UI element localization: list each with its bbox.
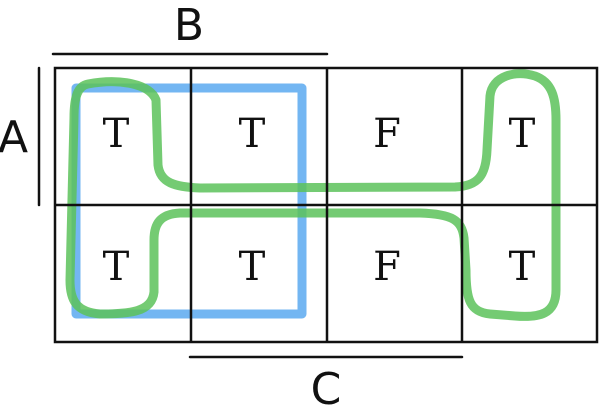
variable-bars: [37, 52, 464, 359]
green-group: [65, 69, 561, 321]
kmap-cells: T T F T T T F T: [103, 111, 536, 290]
cell-r1-c1: T: [239, 244, 266, 290]
cell-r1-c0: T: [103, 244, 130, 290]
cell-r0-c3: T: [509, 111, 536, 157]
cell-r0-c0: T: [103, 111, 130, 157]
cell-r1-c3: T: [509, 244, 536, 290]
cell-r0-c1: T: [239, 111, 266, 157]
group-highlights: [65, 69, 561, 321]
kmap-grid: [53, 66, 599, 344]
cell-r0-c2: F: [373, 111, 401, 157]
variable-label-b: B: [174, 0, 204, 51]
cell-r1-c2: F: [373, 244, 401, 290]
variable-label-c: C: [311, 364, 342, 414]
variable-label-a: A: [0, 112, 28, 163]
